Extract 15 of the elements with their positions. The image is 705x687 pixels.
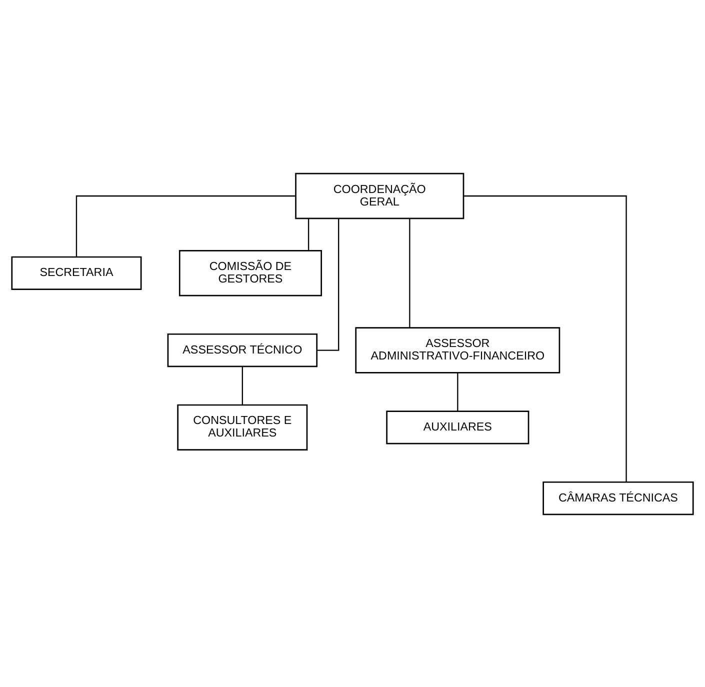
connector [457, 372, 458, 411]
connector [409, 218, 410, 328]
connector [242, 366, 243, 404]
node-box: COMISSÃO DE GESTORES [178, 250, 322, 296]
node-box: AUXILIARES [386, 410, 530, 444]
node-box: ASSESSOR ADMINISTRATIVO-FINANCEIRO [355, 326, 560, 373]
node-box: ASSESSOR TÉCNICO [167, 332, 318, 367]
node-box: CONSULTORES E AUXILIARES [177, 404, 308, 450]
node-box: COORDENAÇÃO GERAL [295, 172, 464, 219]
connector [76, 194, 296, 256]
connector [317, 218, 340, 350]
node-box: SECRETARIA [11, 256, 142, 290]
connector [464, 194, 627, 482]
node-box: CÂMARAS TÉCNICAS [542, 480, 694, 515]
connector [308, 218, 310, 250]
